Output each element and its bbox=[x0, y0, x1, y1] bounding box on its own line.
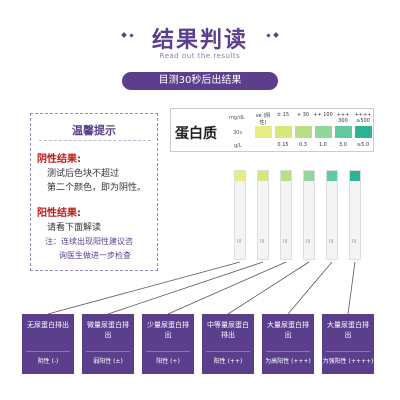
chart-level-label: ± 15 bbox=[276, 112, 290, 118]
strip-mark: III bbox=[260, 239, 265, 245]
chart-swatch bbox=[295, 126, 312, 138]
unit-time: 30s bbox=[233, 130, 242, 136]
instruction-banner: 目测30秒后出结果 bbox=[122, 72, 278, 90]
strip-pad bbox=[327, 171, 337, 181]
result-card: 大量尿蛋白排出为强阳性 (++++) bbox=[322, 314, 374, 374]
chart-swatch bbox=[255, 126, 272, 138]
result-card: 中等量尿蛋白排出阳性 (++) bbox=[202, 314, 254, 374]
result-card-divider bbox=[206, 351, 250, 352]
result-card-value: 为强阳性 (++++) bbox=[322, 358, 374, 365]
test-strip: III bbox=[326, 170, 338, 260]
chart-gl-value: 1.0 bbox=[319, 142, 327, 148]
result-card-value: 阳性 (+) bbox=[156, 358, 180, 365]
result-card-divider bbox=[26, 351, 70, 352]
test-strip: III bbox=[303, 170, 315, 260]
result-card-divider bbox=[266, 351, 310, 352]
chart-gl-value: 0.3 bbox=[299, 142, 307, 148]
chart-label: 蛋白质 bbox=[175, 126, 217, 142]
result-card-value: 阳性 (++) bbox=[213, 358, 243, 365]
result-card: 少量尿蛋白排出阳性 (+) bbox=[142, 314, 194, 374]
result-card-divider bbox=[146, 351, 190, 352]
chart-level-label: + 30 bbox=[296, 112, 310, 118]
result-card-title: 中等量尿蛋白排出 bbox=[207, 321, 249, 339]
connector-line bbox=[347, 261, 356, 315]
chart-gl-value: 0.15 bbox=[277, 142, 289, 148]
chart-level-label: +++ 300 bbox=[336, 112, 350, 124]
page-subtitle: Read out the results bbox=[159, 52, 241, 60]
strip-pad bbox=[258, 171, 268, 181]
result-card-title: 大量尿蛋白排出 bbox=[267, 321, 309, 339]
chart-level-label: ++++ ≥500 bbox=[354, 112, 372, 124]
result-card-divider bbox=[326, 351, 370, 352]
chart-level-label: ve (阴性) bbox=[255, 113, 271, 126]
connector-line bbox=[107, 261, 264, 315]
positive-heading: 阳性结果: bbox=[37, 208, 81, 219]
negative-text-1: 测试后色块不超过 bbox=[47, 169, 120, 179]
note-text-1: 注：连续出现阳性建议咨 bbox=[45, 237, 133, 246]
test-strip: III bbox=[349, 170, 361, 260]
strip-mark: III bbox=[237, 239, 242, 245]
connector-line bbox=[167, 261, 287, 315]
tips-title: 温馨提示 bbox=[72, 124, 116, 137]
result-card: 微量尿蛋白排出弱阳性 (±) bbox=[82, 314, 134, 374]
strip-pad bbox=[304, 171, 314, 181]
unit-mgdl: mg/dL bbox=[229, 115, 245, 121]
result-card-title: 微量尿蛋白排出 bbox=[87, 321, 129, 339]
strip-mark: III bbox=[283, 239, 288, 245]
tips-divider bbox=[39, 140, 151, 141]
negative-heading: 阴性结果: bbox=[37, 154, 81, 165]
result-card-title: 大量尿蛋白排出 bbox=[327, 321, 369, 339]
result-card-value: 弱阳性 (±) bbox=[93, 358, 123, 365]
strip-mark: III bbox=[329, 239, 334, 245]
strip-pad bbox=[281, 171, 291, 181]
chart-swatch bbox=[355, 126, 372, 138]
result-card-title: 少量尿蛋白排出 bbox=[147, 321, 189, 339]
tips-box: 温馨提示 阴性结果: 测试后色块不超过 第二个颜色，即为阴性。 阳性结果: 请看… bbox=[30, 113, 158, 271]
result-card-title: 无尿蛋白排出 bbox=[27, 321, 69, 329]
result-card-value: 为高阳性 (+++) bbox=[265, 358, 311, 365]
chart-gl-value: ≥5.0 bbox=[356, 142, 370, 148]
result-card: 大量尿蛋白排出为高阳性 (+++) bbox=[262, 314, 314, 374]
result-card: 无尿蛋白排出阴性 (-) bbox=[22, 314, 74, 374]
test-strip: III bbox=[234, 170, 246, 260]
result-card-value: 阴性 (-) bbox=[37, 358, 59, 365]
chart-swatch bbox=[335, 126, 352, 138]
color-chart: 蛋白质 mg/dL 30s g/L ve (阴性) ± 15 0.15 + 30 0.3… bbox=[170, 108, 374, 152]
negative-text-2: 第二个颜色，即为阴性。 bbox=[47, 183, 147, 193]
strip-pad bbox=[350, 171, 360, 181]
chart-swatch bbox=[275, 126, 292, 138]
connector-line bbox=[227, 261, 310, 315]
strip-mark: III bbox=[306, 239, 311, 245]
strip-mark: III bbox=[352, 239, 357, 245]
chart-swatch bbox=[315, 126, 332, 138]
unit-gl: g/L bbox=[234, 143, 242, 149]
connector-line bbox=[287, 261, 333, 315]
note-text-2: 询医生做进一步检查 bbox=[59, 251, 131, 260]
test-strip: III bbox=[257, 170, 269, 260]
connector-line bbox=[47, 261, 241, 315]
chart-gl-value: 3.0 bbox=[339, 142, 347, 148]
positive-text-1: 请看下面解读 bbox=[47, 223, 102, 233]
result-card-divider bbox=[86, 351, 130, 352]
chart-level-label: ++ 100 bbox=[313, 112, 333, 118]
test-strip: III bbox=[280, 170, 292, 260]
page-title: 结果判读 bbox=[151, 28, 248, 53]
strip-pad bbox=[235, 171, 245, 181]
